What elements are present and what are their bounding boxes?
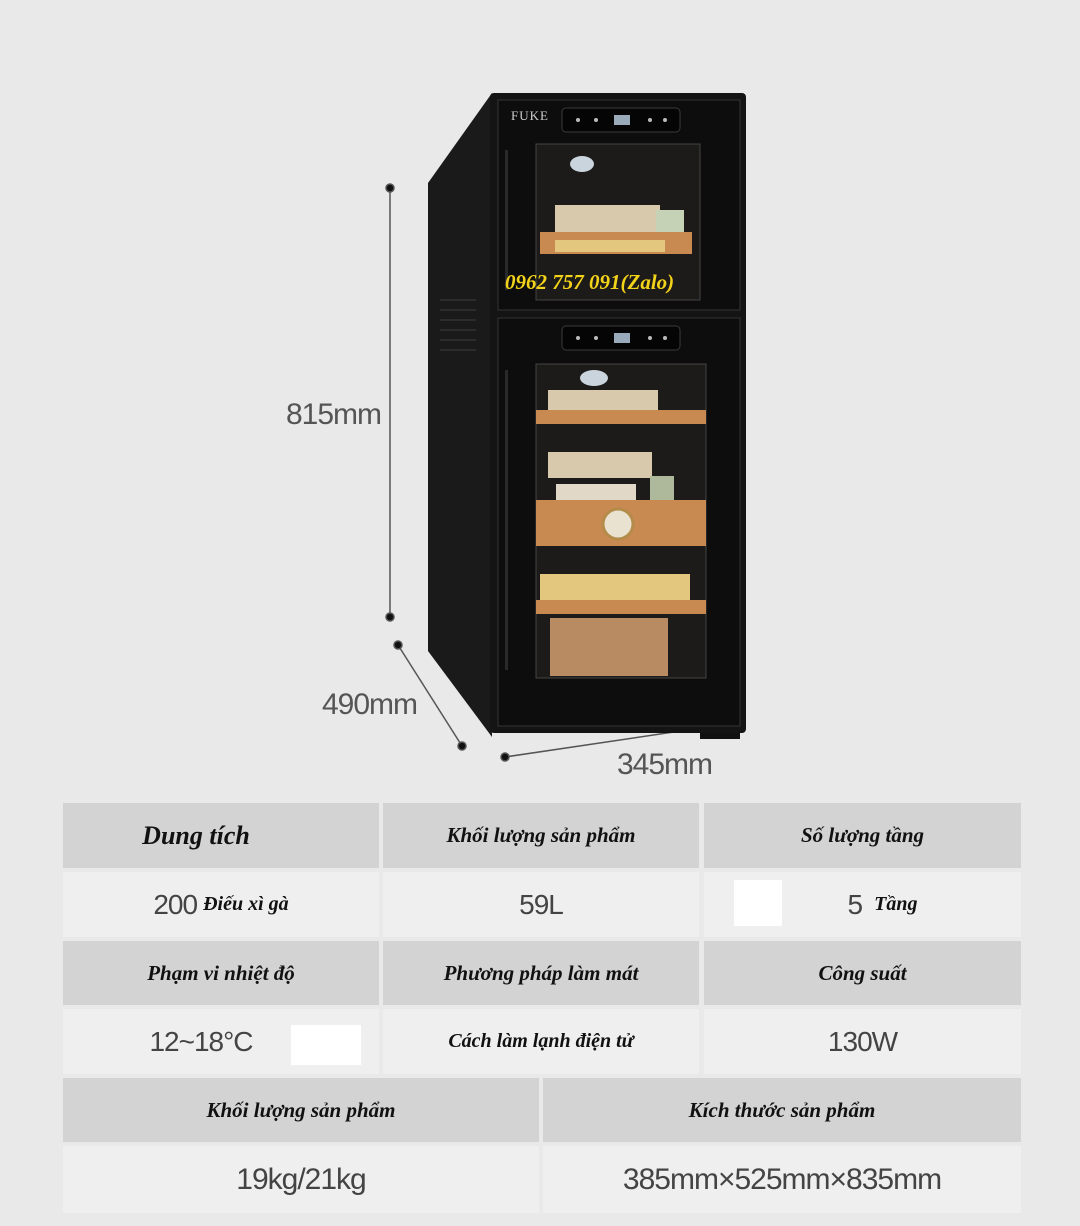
shelf [536, 410, 706, 424]
temp-header: Phạm vi nhiệt độ [63, 941, 379, 1005]
cigar-cabinet-illustration [385, 93, 746, 762]
capacity-header: Dung tích [63, 803, 379, 868]
layers-header: Số lượng tầng [704, 803, 1021, 868]
weight-header-2: Khối lượng sản phẩm [63, 1078, 539, 1142]
phone-number: 0962 757 091(Zalo) [505, 270, 675, 294]
cooling-value: Cách làm lạnh điện tử [383, 1009, 699, 1074]
product-image: FUKE 0962 757 091(Zalo) 815mm 490mm 345m… [286, 93, 746, 781]
power-header: Công suất [704, 941, 1021, 1005]
cabinet-side [428, 93, 492, 737]
height-label: 815mm [286, 398, 382, 431]
size-value: 385mm×525mm×835mm [543, 1146, 1021, 1213]
depth-label: 490mm [322, 688, 418, 721]
size-header: Kích thước sản phẩm [543, 1078, 1021, 1142]
shelf [536, 600, 706, 614]
width-label: 345mm [617, 748, 713, 781]
hygrometer [601, 507, 635, 541]
layers-value: 5 Tầng [704, 872, 1021, 937]
brand-logo: FUKE [511, 108, 549, 123]
volume-value: 59L [383, 872, 699, 937]
weight-value: 19kg/21kg [63, 1146, 539, 1213]
cooling-header: Phương pháp làm mát [383, 941, 699, 1005]
power-value: 130W [704, 1009, 1021, 1074]
capacity-value: 200 Điếu xì gà [63, 872, 379, 937]
spec-table: Dung tích Khối lượng sản phẩm Số lượng t… [63, 803, 1021, 1213]
weight-header: Khối lượng sản phẩm [383, 803, 699, 868]
temp-value: 12~18°C [63, 1009, 379, 1074]
